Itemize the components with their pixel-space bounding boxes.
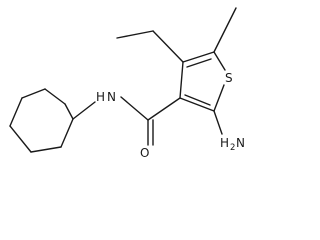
- amide-h: H: [96, 90, 105, 104]
- amide-nh-label: H N: [96, 90, 116, 104]
- cyclohexyl-ring: [9, 88, 74, 153]
- bond-ethyl-1: [152, 30, 184, 63]
- bond: [9, 97, 23, 127]
- bond: [60, 118, 74, 148]
- bond: [184, 94, 211, 106]
- amine-h: H: [220, 136, 229, 150]
- bond-c-c3: [147, 97, 181, 121]
- bond: [179, 97, 215, 112]
- bond: [213, 84, 225, 112]
- bond: [21, 88, 46, 99]
- bond: [213, 51, 226, 71]
- bond: [9, 125, 32, 153]
- thiophene-ring: [179, 51, 226, 112]
- bond: [179, 61, 184, 99]
- amine-nh2-label: H 2 N: [220, 136, 245, 153]
- bond: [30, 146, 62, 153]
- bond-methyl: [213, 7, 237, 53]
- bond-ethyl-2: [116, 30, 154, 39]
- bond: [64, 103, 74, 120]
- bond-n-c: [120, 96, 149, 121]
- structure-canvas: S O H N H 2 N: [9, 7, 245, 160]
- chemical-structure: S O H N H 2 N: [9, 7, 245, 160]
- amide-n: N: [107, 90, 116, 104]
- bond: [186, 58, 212, 68]
- amine-n: N: [236, 136, 245, 150]
- bond-cy-n: [72, 101, 96, 120]
- bond-amino: [213, 110, 223, 135]
- bond: [182, 51, 215, 63]
- sulfur-label: S: [225, 71, 233, 85]
- bond: [44, 88, 66, 105]
- amine-h-count: 2: [230, 143, 235, 153]
- oxygen-label: O: [140, 146, 149, 160]
